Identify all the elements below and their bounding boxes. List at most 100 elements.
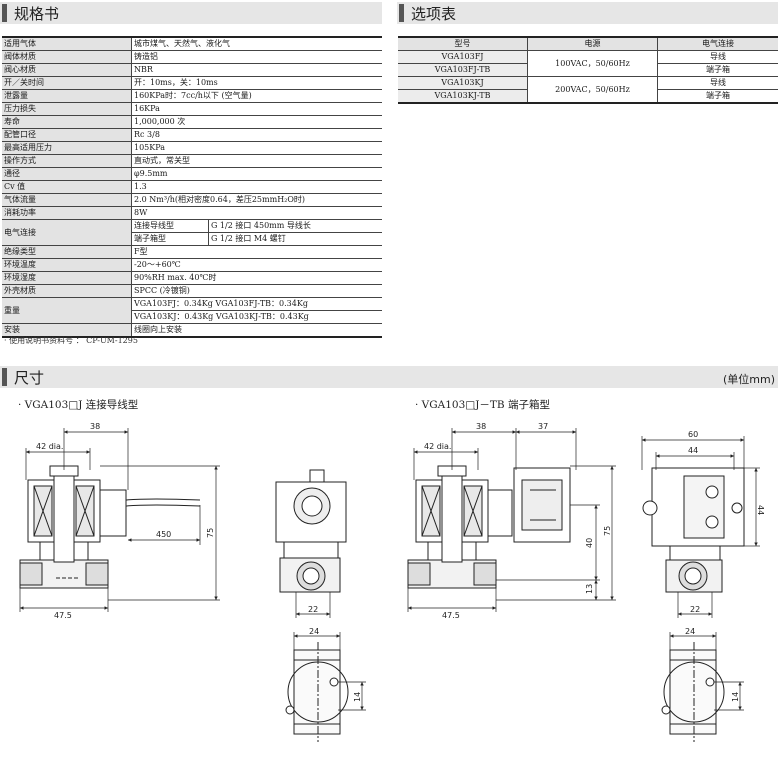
left-front-dims: [295, 592, 331, 618]
left-bottom-view: [285, 642, 349, 742]
section-marker: [399, 4, 404, 22]
dim-38-label: 38: [90, 422, 100, 431]
spec-row: 适用气体城市煤气、天然气、液化气: [2, 37, 382, 51]
spec-value: 16KPa: [131, 102, 382, 116]
dimensions-section-header: 尺寸 (单位mm): [0, 366, 778, 388]
spec-key: 外壳材质: [2, 284, 132, 298]
spec-value: 2.0 Nm³/h(相对密度0.64，差压25mmH₂O时): [131, 193, 382, 207]
left-front-view: [275, 469, 347, 593]
right-bottom-dims: [669, 632, 744, 711]
spec-row: 安装线圈向上安装: [2, 323, 382, 338]
spec-section-title: 规格书: [14, 5, 60, 23]
options-connection: 端子箱: [657, 89, 778, 104]
options-power: 200VAC，50/60Hz: [527, 76, 658, 104]
spec-key: 绝缘类型: [2, 245, 132, 259]
spec-subkey: 连接导线型: [131, 219, 209, 233]
left-drawing-title: · VGA103□J 连接导线型: [18, 399, 139, 411]
options-connection: 导线: [657, 50, 778, 64]
right-bottom-view: [661, 642, 725, 742]
section-marker: [2, 4, 7, 22]
spec-row: 阀体材质铸造铝: [2, 50, 382, 64]
spec-row: 操作方式直动式，常关型: [2, 154, 382, 168]
options-table: 型号 电源 电气连接 VGA103FJ 100VAC，50/60Hz 导线 VG…: [398, 36, 778, 104]
options-header-power: 电源: [527, 37, 658, 51]
spec-key: 安装: [2, 323, 132, 338]
left-dimension-lines: [19, 428, 220, 612]
spec-key: 寿命: [2, 115, 132, 129]
spec-note: · 使用说明书资料号 ： CP-UM-1295: [4, 336, 138, 345]
right-side-view: [407, 465, 571, 589]
spec-key: 最高适用压力: [2, 141, 132, 155]
spec-value: VGA103KJ：0.43Kg VGA103KJ-TB：0.43Kg: [131, 310, 382, 324]
dim-44-label: 44: [756, 505, 765, 515]
spec-value: 直动式，常关型: [131, 154, 382, 168]
dim-75-label: 75: [206, 528, 215, 538]
spec-key: 环境温度: [2, 258, 132, 272]
spec-value: 160KPa时：7cc/h以下 (空气量): [131, 89, 382, 103]
right-dimension-lines: [407, 428, 616, 612]
spec-key: 通径: [2, 167, 132, 181]
spec-value: G 1/2 接口 450mm 导线长: [208, 219, 382, 233]
unit-label: (单位mm): [722, 373, 775, 386]
options-section-title: 选项表: [411, 5, 457, 23]
spec-key: 重量: [2, 297, 132, 324]
dim-22-label: 22: [308, 605, 318, 614]
dim-450-label: 450: [156, 530, 171, 539]
spec-row: 环境温度-20～+60℃: [2, 258, 382, 272]
spec-key: 阀体材质: [2, 50, 132, 64]
options-power: 100VAC，50/60Hz: [527, 50, 658, 77]
spec-value: Rc 3/8: [131, 128, 382, 142]
options-row: VGA103KJ 200VAC，50/60Hz 导线: [398, 76, 778, 104]
spec-value: -20～+60℃: [131, 258, 382, 272]
options-row: VGA103FJ-TB 端子箱: [398, 63, 778, 77]
dim-47-5-label: 47.5: [442, 611, 460, 620]
dim-14-label: 14: [353, 692, 362, 702]
spec-value: 8W: [131, 206, 382, 220]
spec-section-header: 规格书: [0, 2, 382, 24]
right-front-dims: [641, 436, 760, 618]
dim-13-label: 13: [585, 584, 594, 594]
dim-22-label: 22: [690, 605, 700, 614]
spec-row: VGA103KJ：0.43Kg VGA103KJ-TB：0.43Kg: [2, 310, 382, 324]
options-model: VGA103FJ-TB: [398, 63, 528, 77]
spec-value: NBR: [131, 63, 382, 77]
dim-42-label: 42 dia.: [36, 442, 63, 451]
dim-38-label: 38: [476, 422, 486, 431]
spec-key: 开／关时间: [2, 76, 132, 90]
spec-subkey: 端子箱型: [131, 232, 209, 246]
spec-value: SPCC (冷镀铜): [131, 284, 382, 298]
spec-value: 90%RH max. 40℃时: [131, 271, 382, 285]
options-header-model: 型号: [398, 37, 528, 51]
options-row: VGA103FJ 100VAC，50/60Hz 导线: [398, 50, 778, 77]
spec-key: 适用气体: [2, 37, 132, 51]
spec-value: φ9.5mm: [131, 167, 382, 181]
spec-value: 105KPa: [131, 141, 382, 155]
dim-75-label: 75: [603, 526, 612, 536]
dim-24-label: 24: [685, 627, 695, 636]
dim-44-label: 44: [688, 446, 698, 455]
spec-key: Cv 值: [2, 180, 132, 194]
spec-row: 开／关时间开：10ms，关：10ms: [2, 76, 382, 90]
dim-14-label: 14: [731, 692, 740, 702]
right-drawing-title: · VGA103□J－TB 端子箱型: [415, 399, 550, 411]
dim-40-label: 40: [585, 538, 594, 548]
dim-24-label: 24: [309, 627, 319, 636]
options-model: VGA103KJ: [398, 76, 528, 90]
spec-key: 操作方式: [2, 154, 132, 168]
section-marker: [2, 368, 7, 386]
